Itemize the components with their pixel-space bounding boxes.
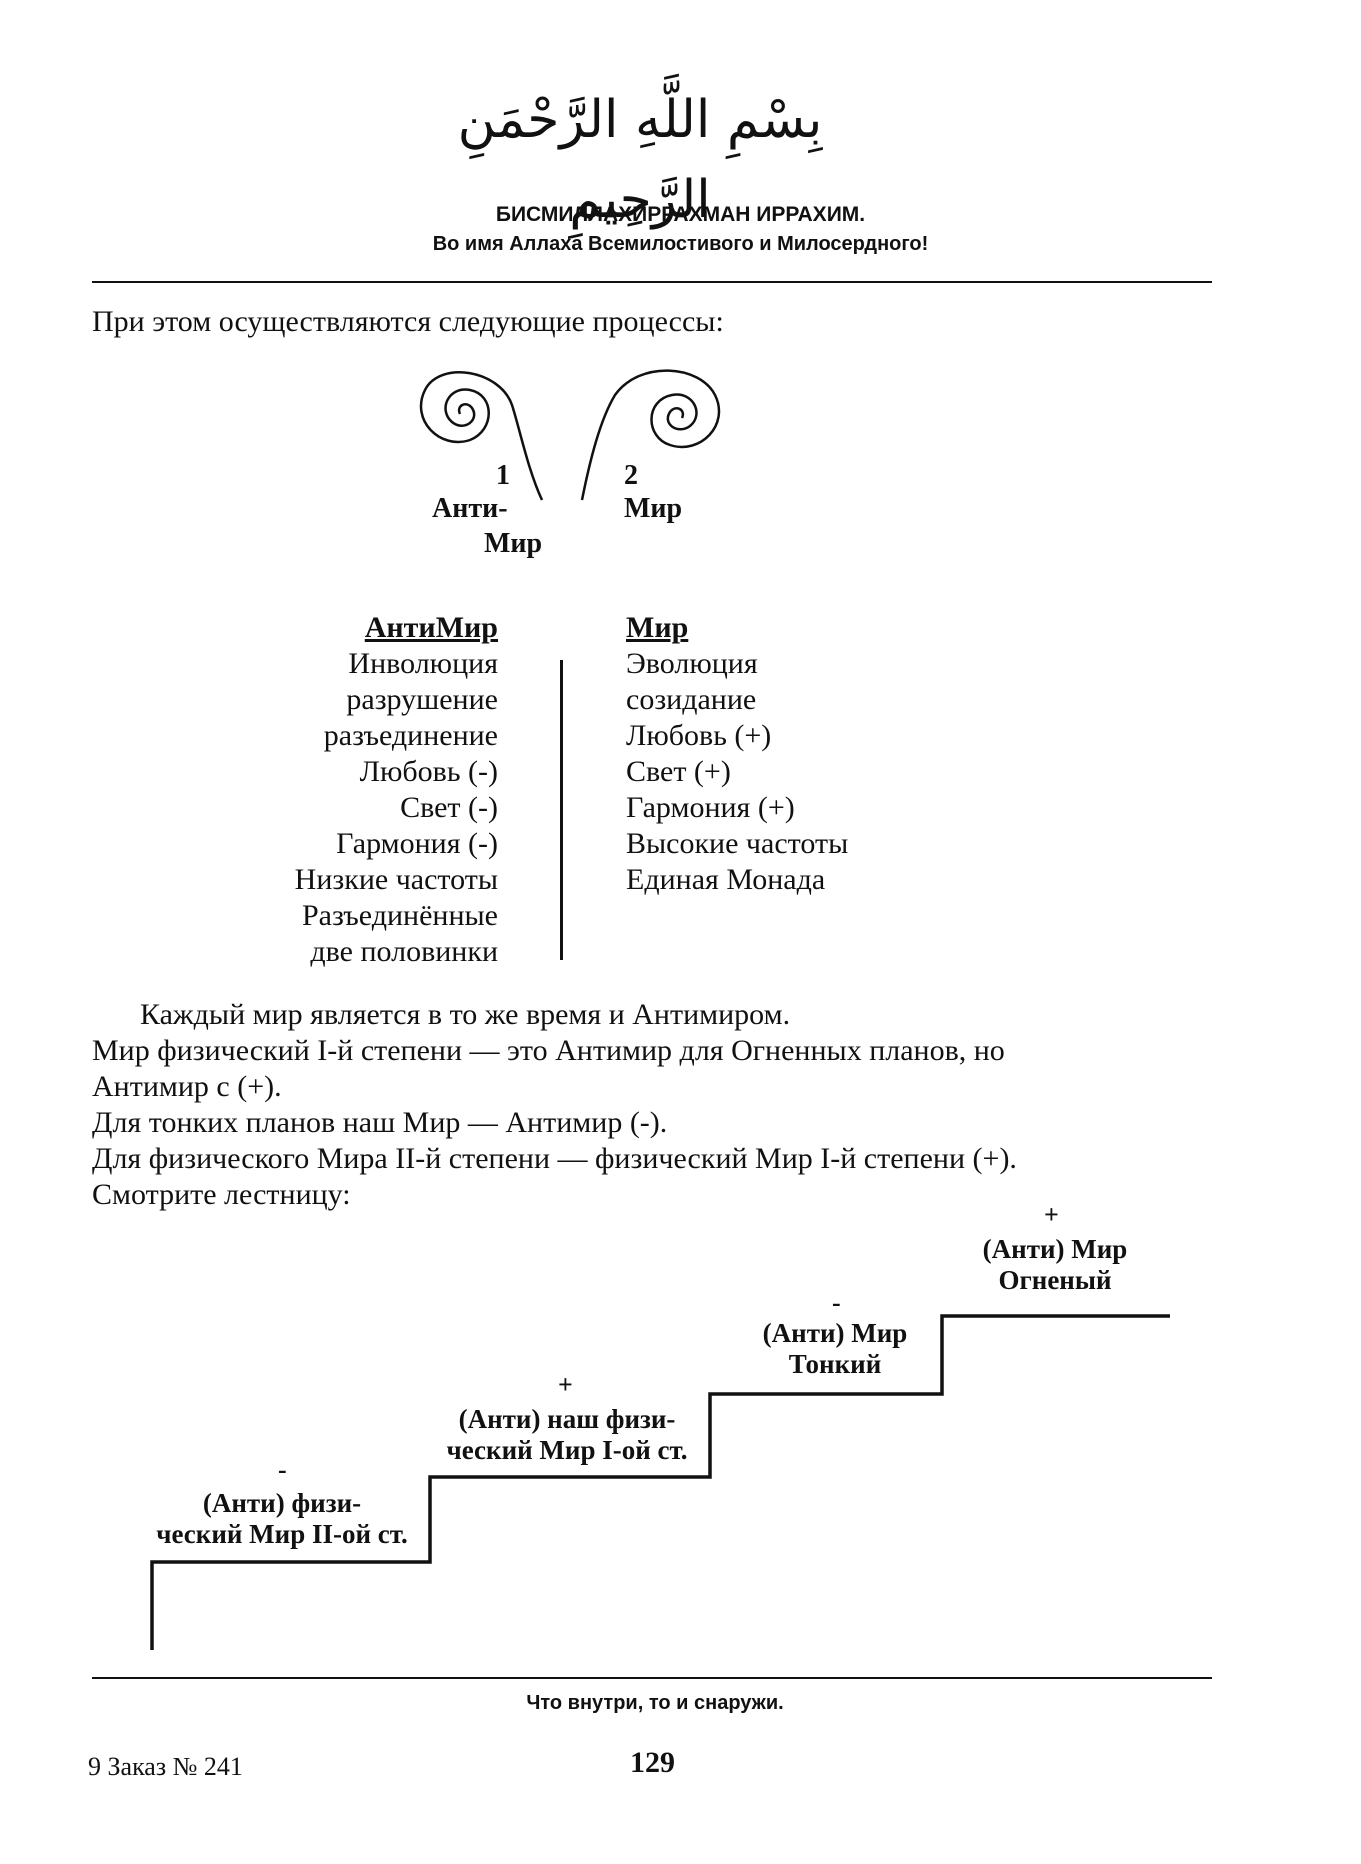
antimir-item: Любовь (-) <box>359 755 498 788</box>
step3-sign: - <box>832 1288 841 1317</box>
antimir-column: АнтиМир Инволюция разрушение разъединени… <box>295 610 498 970</box>
mir-column: Мир Эволюция созидание Любовь (+) Свет (… <box>626 610 848 898</box>
step3-label: (Анти) Мир Тонкий <box>762 1318 908 1379</box>
footer-divider <box>92 1677 1212 1679</box>
antimir-item: Низкие частоты <box>294 863 498 896</box>
spiral-diagram <box>419 369 721 501</box>
step1-sign: - <box>278 1455 287 1484</box>
mir-item: созидание <box>626 683 757 716</box>
left-spiral-number: 1 <box>496 460 510 491</box>
antimir-item: разрушение <box>346 683 498 716</box>
left-spiral-label-2: Мир <box>484 528 543 559</box>
mir-item: Свет (+) <box>626 755 731 788</box>
mir-item: Эволюция <box>626 647 758 680</box>
column-divider <box>560 660 563 960</box>
mir-item: Высокие частоты <box>626 827 849 860</box>
step2-sign: + <box>558 1370 573 1399</box>
step1-label: (Анти) физи- ческий Мир ІІ-ой ст. <box>156 1488 408 1549</box>
body-line-2: Мир физический І-й степени — это Антимир… <box>92 1034 1005 1067</box>
order-number: 9 Заказ № 241 <box>88 1752 243 1781</box>
antimir-heading: АнтиМир <box>364 611 498 644</box>
body-line-5: Для физического Мира ІІ-й степени — физи… <box>92 1142 1017 1175</box>
arabic-calligraphy: بِسْمِ اللَّهِ الرَّحْمَنِ الرَّحِيمِ <box>457 90 823 230</box>
mir-item: Любовь (+) <box>626 719 772 752</box>
header-divider <box>92 281 1212 283</box>
antimir-item: Свет (-) <box>400 791 498 824</box>
body-line-3: Антимир с (+). <box>92 1070 282 1103</box>
antimir-item: Гармония (-) <box>336 827 498 860</box>
left-spiral-label-1: Анти- <box>432 493 508 524</box>
antimir-item: две половинки <box>310 935 498 968</box>
mir-item: Единая Монада <box>626 863 826 896</box>
page-number: 129 <box>630 1746 675 1779</box>
step2-label: (Анти) наш физи- ческий Мир І-ой ст. <box>446 1404 688 1465</box>
body-line-1: Каждый мир является в то же время и Анти… <box>140 998 791 1031</box>
page-title: БИСМИЛЛАХИРРАХМАН ИРРАХИМ. <box>495 203 866 226</box>
staircase-line <box>150 1314 1170 1650</box>
antimir-item: Разъединённые <box>301 899 498 932</box>
footer-motto: Что внутри, то и снаружи. <box>526 1692 784 1714</box>
antimir-item: разъединение <box>323 719 498 752</box>
right-spiral-label: Мир <box>624 493 683 524</box>
body-line-4: Для тонких планов наш Мир — Антимир (-). <box>92 1106 668 1139</box>
right-spiral <box>580 369 721 501</box>
right-spiral-number: 2 <box>624 460 638 491</box>
left-spiral <box>419 371 544 501</box>
body-line-6: Смотрите лестницу: <box>92 1178 351 1211</box>
mir-heading: Мир <box>626 611 689 644</box>
step4-sign: + <box>1044 1200 1059 1229</box>
page-subtitle: Во имя Аллаха Всемилостивого и Милосердн… <box>432 233 929 255</box>
antimir-item: Инволюция <box>348 647 498 680</box>
mir-item: Гармония (+) <box>626 791 795 824</box>
step4-label: (Анти) Мир Огненый <box>982 1234 1128 1295</box>
intro-text: При этом осуществляются следующие процес… <box>92 305 724 338</box>
